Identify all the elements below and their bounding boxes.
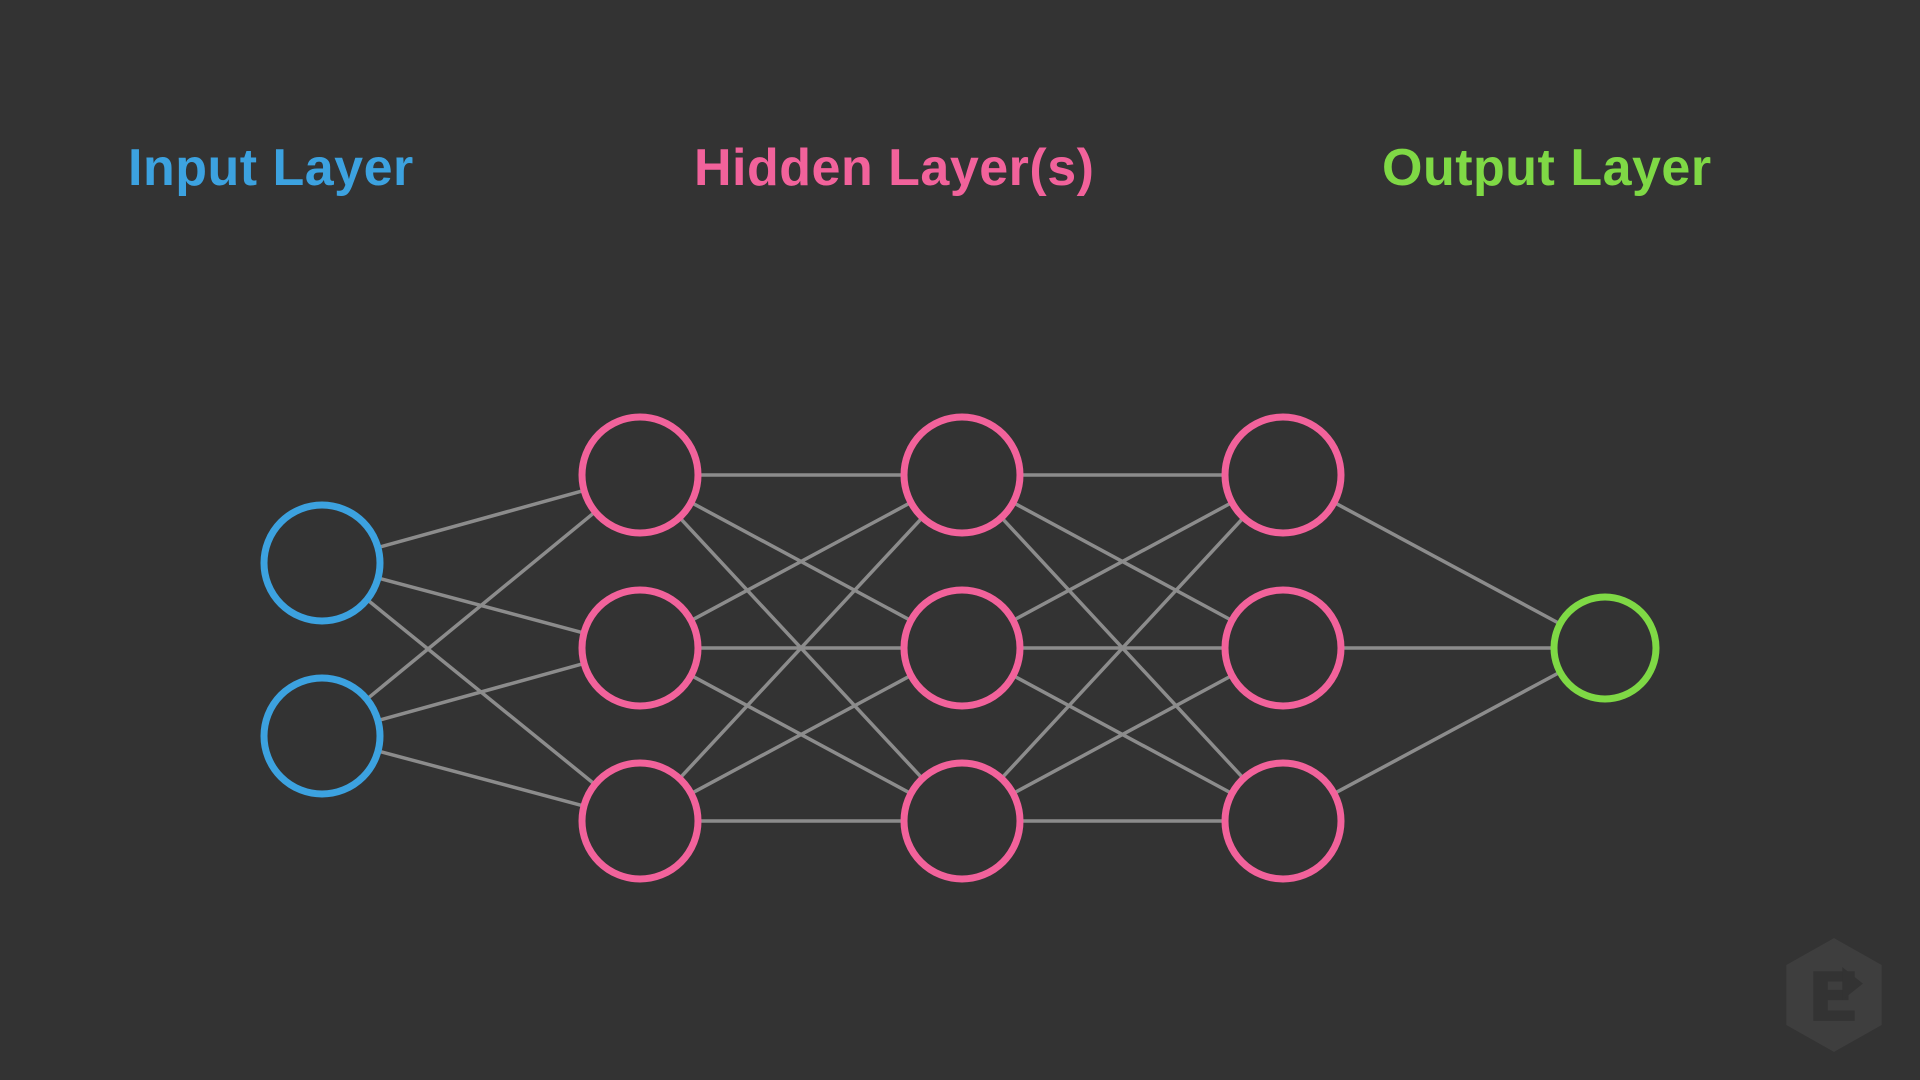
connection-edge [1011,500,1234,623]
neuron-node-h3a [1221,413,1345,537]
neuron-node-h1a [578,413,702,537]
connection-edge [689,673,913,796]
neuron-node-i2 [260,674,384,798]
connection-edge [376,661,586,723]
connection-edge [1011,673,1234,796]
connection-edge [365,510,597,701]
connection-edge [677,515,925,781]
neuron-node-h1c [578,759,702,883]
connection-edge [1332,670,1562,796]
connection-edges [365,473,1562,823]
neuron-node-h1b [578,586,702,710]
hidden-layer-label: Hidden Layer(s) [694,139,1095,197]
connection-edge [999,515,1246,781]
connection-edge [689,500,913,623]
neuron-node-h2a [900,413,1024,537]
input-layer-label: Input Layer [128,139,414,197]
output-layer-label: Output Layer [1382,139,1712,197]
neuron-node-h3c [1221,759,1345,883]
neuron-node-o1 [1550,593,1660,703]
neuron-node-h2b [900,586,1024,710]
connection-edge [1332,500,1562,626]
connection-edge [376,749,586,808]
neuron-node-h3b [1221,586,1345,710]
neuron-node-h2c [900,759,1024,883]
neuron-node-i1 [260,501,384,625]
neuron-nodes [260,413,1660,883]
connection-edge [376,488,586,550]
